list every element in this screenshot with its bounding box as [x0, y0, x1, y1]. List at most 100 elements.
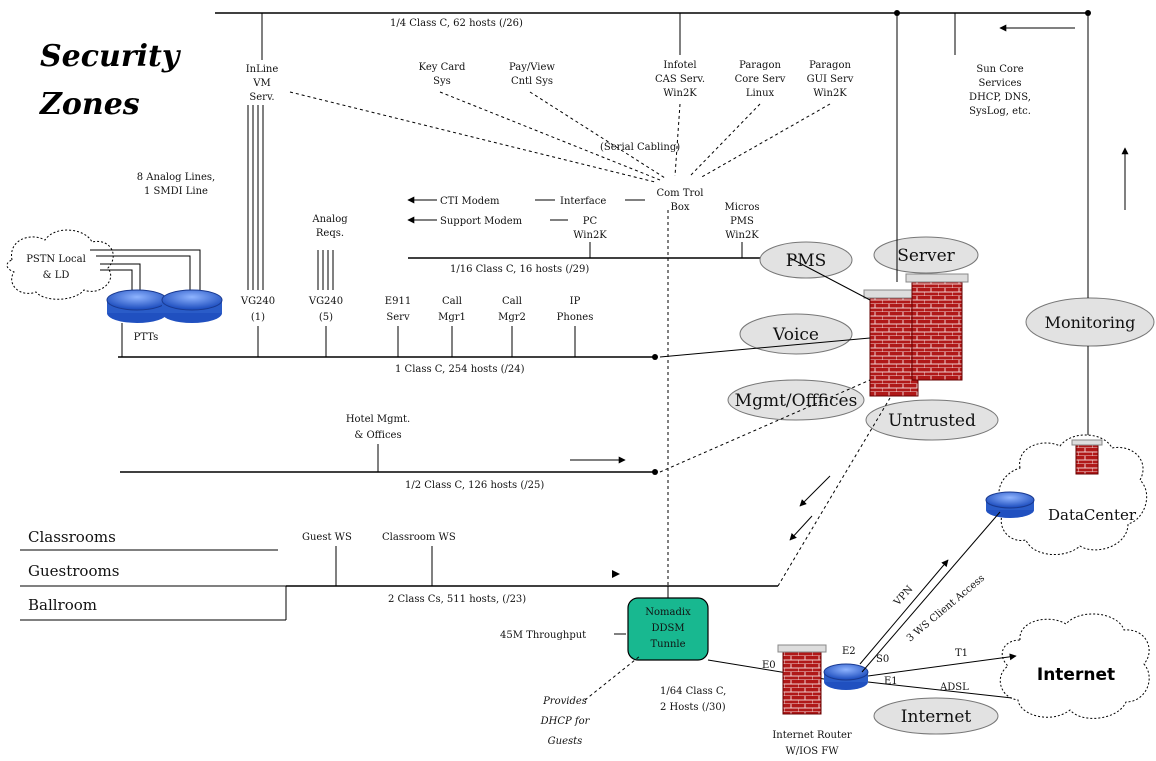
- port-s0: S0: [876, 654, 889, 665]
- internet-router-label: Internet Router W/IOS FW: [772, 730, 852, 757]
- svg-text:Sys: Sys: [433, 76, 451, 87]
- support-modem-label: Support Modem: [440, 216, 523, 227]
- svg-text:Phones: Phones: [557, 312, 594, 323]
- svg-text:Paragon: Paragon: [739, 60, 781, 71]
- title-security: Security: [40, 39, 182, 74]
- sun-core-services: Sun Core Services DHCP, DNS, SysLog, etc…: [969, 64, 1031, 117]
- internet-cloud: Internet: [999, 613, 1150, 719]
- voice-network-label: 1 Class C, 254 hosts (/24): [395, 364, 525, 375]
- analog-reqs-label: Analog Reqs.: [311, 214, 348, 239]
- svg-text:InLine: InLine: [246, 64, 279, 75]
- zone-internet: Internet: [873, 697, 999, 735]
- router-icon: [823, 663, 869, 690]
- t1-label: T1: [955, 648, 968, 659]
- svg-text:E911: E911: [385, 296, 411, 307]
- svg-text:1 SMDI Line: 1 SMDI Line: [144, 186, 208, 197]
- svg-text:Internet: Internet: [901, 707, 972, 727]
- svg-text:Core Serv: Core Serv: [735, 74, 786, 85]
- svg-text:VG240: VG240: [240, 296, 275, 307]
- svg-text:Call: Call: [502, 296, 522, 307]
- guest-ws-label: Guest WS: [302, 532, 352, 543]
- svg-text:Cntl Sys: Cntl Sys: [511, 76, 553, 87]
- zone-monitoring: Monitoring: [1025, 297, 1155, 347]
- zone-mgmt-offices: Mgmt/Offfices: [727, 379, 865, 421]
- svg-text:W/IOS FW: W/IOS FW: [785, 746, 839, 757]
- svg-text:Mgr1: Mgr1: [438, 312, 466, 323]
- svg-text:Reqs.: Reqs.: [316, 228, 344, 239]
- top-network-label: 1/4 Class C, 62 hosts (/26): [390, 18, 523, 29]
- vpn-label: VPN: [891, 584, 915, 609]
- svg-text:Analog: Analog: [311, 214, 348, 225]
- svg-text:Internet Router: Internet Router: [772, 730, 852, 741]
- svg-text:Com Trol: Com Trol: [656, 188, 703, 199]
- svg-text:Tunnle: Tunnle: [650, 639, 685, 650]
- svg-text:Provides: Provides: [542, 696, 587, 707]
- paragon-core-server: Paragon Core Serv Linux: [735, 60, 786, 99]
- micros-pms: Micros PMS Win2K: [725, 202, 760, 241]
- pstn-cloud: PSTN Local & LD: [6, 229, 114, 300]
- serial-cabling-label: (Serial Cabling): [600, 142, 680, 153]
- svg-text:Serv: Serv: [386, 312, 410, 323]
- cti-modem-label: CTI Modem: [440, 196, 500, 207]
- svg-text:Services: Services: [978, 78, 1021, 89]
- svg-text:Internet: Internet: [1037, 665, 1115, 685]
- ip-phones: IP Phones: [557, 296, 594, 323]
- svg-text:& Offices: & Offices: [354, 430, 401, 441]
- svg-text:Hotel Mgmt.: Hotel Mgmt.: [346, 414, 410, 425]
- svg-text:CAS Serv.: CAS Serv.: [655, 74, 705, 85]
- svg-text:PMS: PMS: [786, 251, 827, 271]
- guestrooms-area: Guestrooms: [28, 562, 119, 580]
- comtrol-box: Com Trol Box: [656, 188, 703, 213]
- svg-text:VM: VM: [252, 78, 270, 89]
- svg-text:DataCenter: DataCenter: [1048, 506, 1137, 524]
- svg-text:Monitoring: Monitoring: [1045, 313, 1136, 332]
- svg-text:Win2K: Win2K: [725, 230, 759, 241]
- svg-text:Infotel: Infotel: [663, 60, 696, 71]
- svg-text:Voice: Voice: [772, 325, 819, 345]
- svg-text:1/64 Class C,: 1/64 Class C,: [660, 686, 726, 697]
- pc-win2k: PC Win2K: [573, 216, 607, 241]
- zone-server: Server: [873, 236, 979, 274]
- call-manager-2: Call Mgr2: [498, 296, 526, 323]
- nomadix-ddsm-box: Nomadix DDSM Tunnle: [627, 597, 709, 661]
- svg-text:Server: Server: [897, 246, 955, 266]
- brick-firewall-icon: [863, 273, 969, 397]
- svg-text:Micros: Micros: [725, 202, 760, 213]
- svg-text:Guests: Guests: [548, 736, 583, 747]
- svg-text:& LD: & LD: [43, 270, 70, 281]
- throughput-label: 45M Throughput: [500, 630, 586, 641]
- svg-text:IP: IP: [570, 296, 581, 307]
- svg-text:DDSM: DDSM: [651, 623, 684, 634]
- vg240-5: VG240 (5): [308, 296, 343, 323]
- call-manager-1: Call Mgr1: [438, 296, 466, 323]
- title-zones: Zones: [39, 87, 140, 122]
- ptts-label: PTTs: [134, 332, 159, 343]
- svg-text:(5): (5): [319, 312, 333, 323]
- svg-text:Box: Box: [670, 202, 689, 213]
- zone-untrusted: Untrusted: [865, 399, 999, 441]
- svg-text:Call: Call: [442, 296, 462, 307]
- svg-text:GUI Serv: GUI Serv: [807, 74, 854, 85]
- pms-network-label: 1/16 Class C, 16 hosts (/29): [450, 264, 589, 275]
- svg-text:Key Card: Key Card: [419, 62, 466, 73]
- svg-text:DHCP, DNS,: DHCP, DNS,: [969, 92, 1031, 103]
- svg-text:Serv.: Serv.: [249, 92, 274, 103]
- key-card-system: Key Card Sys: [419, 62, 466, 87]
- adsl-label: ADSL: [939, 682, 969, 693]
- port-e2: E2: [842, 646, 856, 657]
- svg-text:2 Hosts (/30): 2 Hosts (/30): [660, 702, 726, 713]
- interface-label: Interface: [560, 196, 606, 207]
- classrooms-area: Classrooms: [28, 528, 116, 546]
- svg-text:8 Analog Lines,: 8 Analog Lines,: [137, 172, 215, 183]
- router-icon: [985, 491, 1035, 518]
- svg-text:Untrusted: Untrusted: [888, 411, 976, 431]
- svg-text:Mgr2: Mgr2: [498, 312, 526, 323]
- svg-text:PC: PC: [583, 216, 598, 227]
- svg-text:Sun Core: Sun Core: [976, 64, 1023, 75]
- guest-network-label: 2 Class Cs, 511 hosts, (/23): [388, 594, 526, 605]
- brick-firewall-icon: [777, 644, 827, 715]
- inline-vm-server: InLine VM Serv.: [246, 64, 279, 103]
- data-center-cloud: DataCenter: [998, 434, 1148, 556]
